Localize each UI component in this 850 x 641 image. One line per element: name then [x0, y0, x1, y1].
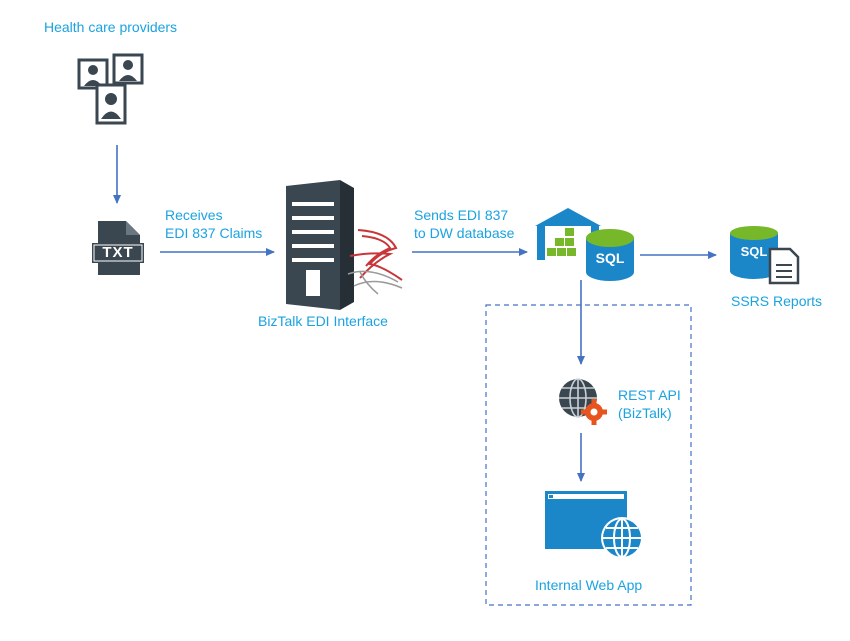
- label-receives-line2: EDI 837 Claims: [165, 225, 263, 241]
- label-sends-line2: to DW database: [414, 225, 515, 241]
- sql-db-text: SQL: [595, 250, 625, 266]
- label-biztalk-edi-interface: BizTalk EDI Interface: [258, 313, 388, 329]
- server-icon: [286, 180, 354, 310]
- sql-database-icon: SQL: [584, 228, 636, 282]
- label-rest-api-line1: REST API: [618, 387, 681, 403]
- web-app-icon: [545, 491, 643, 559]
- label-health-care-providers: Health care providers: [44, 19, 178, 35]
- label-receives-line1: Receives: [165, 207, 223, 223]
- label-sends-line1: Sends EDI 837: [414, 207, 509, 223]
- internal-boundary: [485, 304, 692, 606]
- ssrs-db-text: SQL: [740, 244, 768, 259]
- label-internal-web-app: Internal Web App: [535, 577, 643, 593]
- sql-server-logo-icon: [347, 229, 403, 295]
- txt-file-icon: TXT: [92, 219, 144, 277]
- web-gear-icon: [559, 378, 607, 425]
- people-icon: [77, 53, 144, 125]
- label-rest-api-line2: (BizTalk): [618, 405, 672, 421]
- txt-icon-text: TXT: [102, 244, 134, 261]
- label-ssrs-reports: SSRS Reports: [731, 293, 823, 309]
- sql-report-icon: SQL: [728, 225, 800, 285]
